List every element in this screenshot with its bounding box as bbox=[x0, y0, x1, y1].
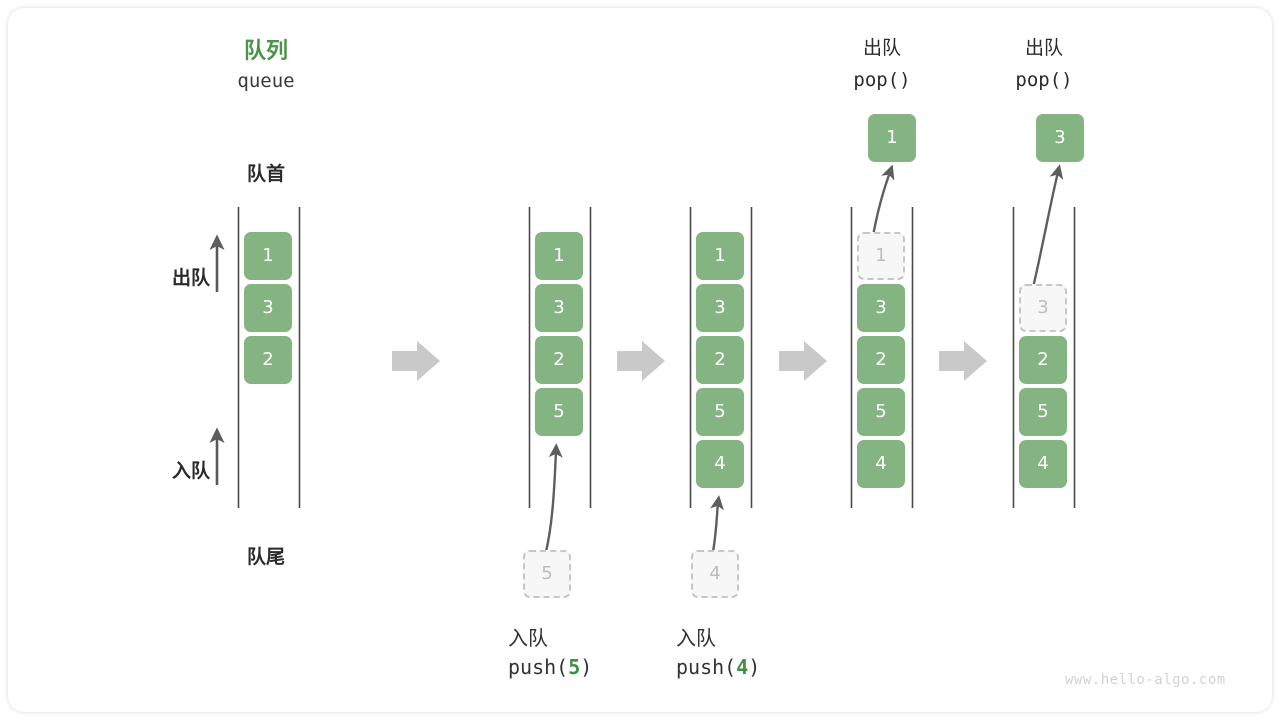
queue-cell: 5 bbox=[535, 388, 583, 436]
incoming-element-5: 5 bbox=[523, 550, 571, 598]
enqueue-direction-label: 入队 bbox=[171, 460, 210, 482]
dequeue-direction-label: 出队 bbox=[171, 267, 210, 289]
push-4-code-suffix: ) bbox=[748, 655, 761, 679]
queue-cell: 2 bbox=[857, 336, 905, 384]
push-5-caption-code: push(5) bbox=[508, 655, 592, 679]
queue-cell: 5 bbox=[1019, 388, 1067, 436]
pop-3-header-code: pop() bbox=[1015, 69, 1073, 91]
queue-cell-ghost: 3 bbox=[1019, 284, 1067, 332]
queue-cell: 2 bbox=[696, 336, 744, 384]
page-title: 队列 bbox=[243, 39, 288, 64]
pop-1-header-code: pop() bbox=[853, 69, 911, 91]
pop-1-header-cn: 出队 bbox=[862, 37, 901, 59]
push-5-code-arg: 5 bbox=[568, 655, 581, 679]
queue-cell: 1 bbox=[535, 232, 583, 280]
queue-cell: 3 bbox=[696, 284, 744, 332]
push-4-caption-code: push(4) bbox=[676, 655, 760, 679]
queue-cell: 5 bbox=[696, 388, 744, 436]
queue-cell: 1 bbox=[244, 232, 292, 280]
watermark: www.hello-algo.com bbox=[1065, 672, 1226, 688]
queue-cell: 4 bbox=[1019, 440, 1067, 488]
popped-element-1: 1 bbox=[868, 114, 916, 162]
incoming-element-4: 4 bbox=[691, 550, 739, 598]
queue-cell-ghost: 1 bbox=[857, 232, 905, 280]
rear-label: 队尾 bbox=[246, 546, 285, 568]
queue-cell: 3 bbox=[857, 284, 905, 332]
queue-cell: 5 bbox=[857, 388, 905, 436]
push-5-code-suffix: ) bbox=[580, 655, 593, 679]
push-4-code-arg: 4 bbox=[736, 655, 749, 679]
push-5-code-prefix: push( bbox=[508, 655, 569, 679]
queue-cell: 3 bbox=[535, 284, 583, 332]
page-subtitle: queue bbox=[237, 70, 295, 92]
queue-cell: 2 bbox=[1019, 336, 1067, 384]
queue-cell: 1 bbox=[696, 232, 744, 280]
queue-cell: 2 bbox=[244, 336, 292, 384]
queue-cell: 4 bbox=[857, 440, 905, 488]
queue-cell: 4 bbox=[696, 440, 744, 488]
push-5-caption-cn: 入队 bbox=[508, 626, 548, 650]
queue-cell: 3 bbox=[244, 284, 292, 332]
queue-cell: 2 bbox=[535, 336, 583, 384]
popped-element-3: 3 bbox=[1036, 114, 1084, 162]
diagram-card bbox=[8, 8, 1272, 712]
push-4-caption-cn: 入队 bbox=[676, 626, 716, 650]
front-label: 队首 bbox=[246, 163, 285, 185]
pop-3-header-cn: 出队 bbox=[1024, 37, 1063, 59]
push-4-code-prefix: push( bbox=[676, 655, 737, 679]
